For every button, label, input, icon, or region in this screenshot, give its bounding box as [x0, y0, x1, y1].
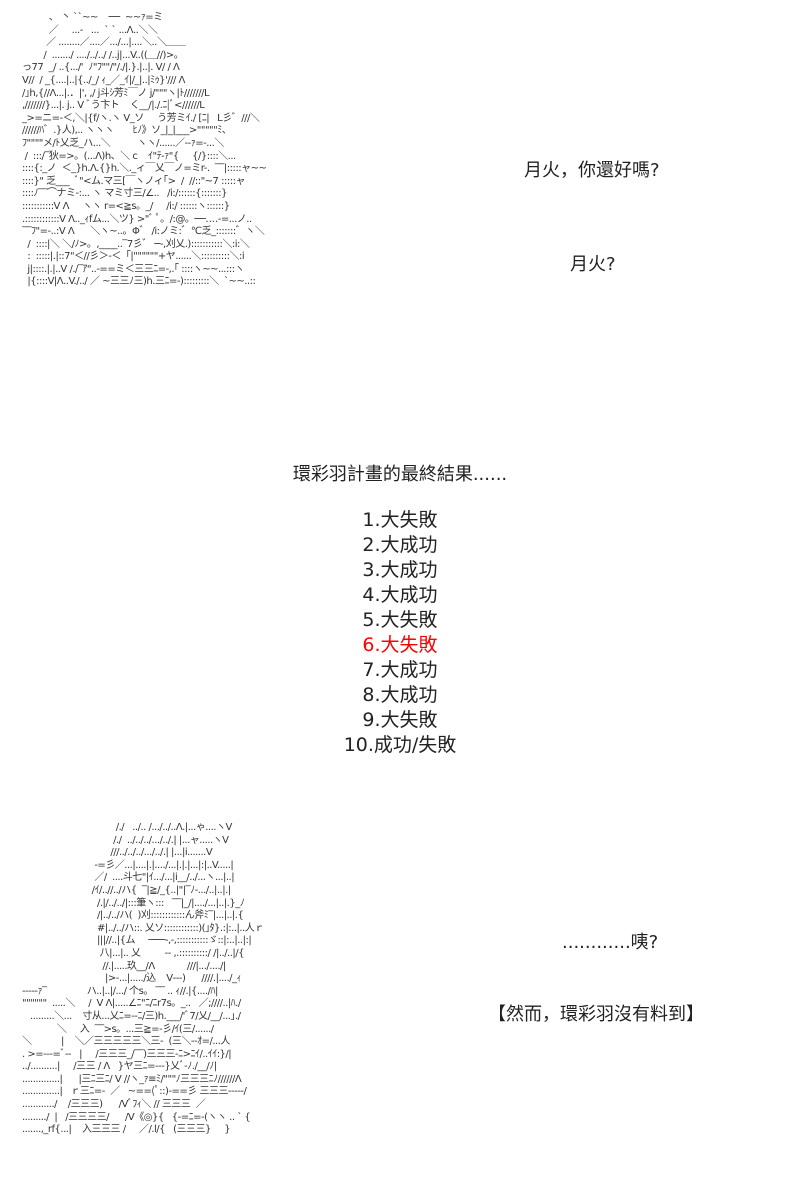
ascii-art-character-top: 、 丶 ``~~ ── ~~ｧ=ミ ／ ...- ... ` ` ...Λ..＼… [22, 12, 267, 288]
result-item: 8.大成功 [362, 684, 438, 706]
ascii-art-character-bottom: /./ ../.. /.../../..Λ.|...ゃ....ヽV /./ ..… [22, 822, 264, 1136]
result-item: 7.大成功 [362, 659, 438, 681]
result-item: 10.成功/失敗 [343, 734, 457, 756]
result-item: 9.大失敗 [362, 709, 438, 731]
result-item: 4.大成功 [362, 584, 438, 606]
result-item: 2.大成功 [362, 534, 438, 556]
result-item: 3.大成功 [362, 559, 438, 581]
dialogue-huh: ............咦? [562, 932, 659, 953]
result-item: 6.大失敗 [362, 634, 438, 656]
dialogue-tsukihi: 月火? [570, 254, 616, 275]
dialogue-are-you-ok: 月火，你還好嗎? [524, 160, 660, 181]
result-item: 5.大失敗 [362, 609, 438, 631]
results-list: 1.大失敗 2.大成功 3.大成功 4.大成功 5.大失敗 6.大失敗 7.大成功 8.大成功… [0, 508, 800, 758]
narration-but-iroha-did-not-expect: 【然而，環彩羽沒有料到】 [488, 1004, 704, 1025]
result-item: 1.大失敗 [362, 509, 438, 531]
results-heading: 環彩羽計畫的最終結果...... [292, 464, 508, 485]
